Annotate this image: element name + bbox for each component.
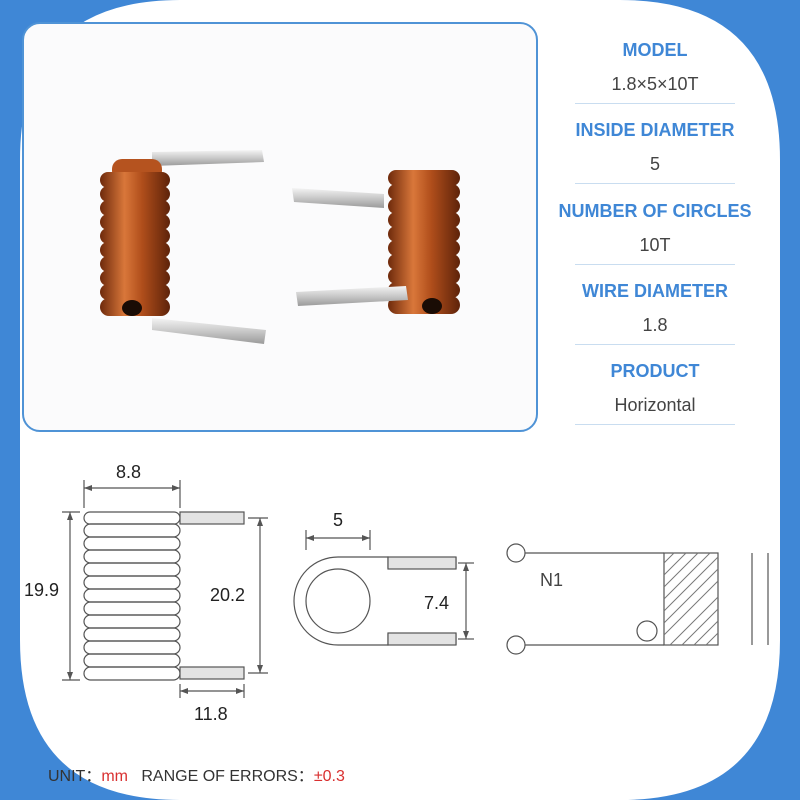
errors-value: ±0.3 — [313, 768, 345, 785]
dimension-drawings — [62, 480, 769, 698]
spec-title-product: PRODUCT — [610, 361, 700, 381]
winding-label: N1 — [540, 570, 564, 590]
spec-title-inside-diameter: INSIDE DIAMETER — [575, 120, 735, 140]
right-coil — [292, 170, 460, 314]
dim-width-top: 8.8 — [116, 462, 142, 482]
spec-title-wire-diameter: WIRE DIAMETER — [582, 281, 728, 301]
spec-divider — [575, 103, 735, 104]
spec-divider — [575, 344, 735, 345]
unit-value: mm — [101, 768, 128, 785]
side-view-drawing — [293, 530, 474, 646]
spec-value-number-of-circles: 10T — [639, 235, 671, 255]
spec-value-inside-diameter: 5 — [649, 154, 660, 174]
spec-value-product: Horizontal — [614, 395, 696, 415]
dim-height-right: 20.2 — [210, 585, 246, 605]
spec-value-model: 1.8×5×10T — [611, 74, 699, 94]
core-hatch — [663, 552, 719, 646]
spec-title-number-of-circles: NUMBER OF CIRCLES — [558, 201, 752, 221]
dim-lead-bottom: 11.8 — [194, 704, 228, 724]
coil-photo-illustration — [100, 150, 460, 344]
product-photo — [22, 22, 538, 432]
footer-note: UNIT：mm RANGE OF ERRORS：±0.3 — [48, 762, 345, 786]
spec-divider — [575, 183, 735, 184]
spec-value-wire-diameter: 1.8 — [642, 315, 668, 335]
dim-height-left: 19.9 — [24, 580, 60, 600]
unit-label: UNIT： — [48, 768, 102, 785]
schematic-drawing — [506, 543, 769, 655]
spec-title-model: MODEL — [622, 40, 688, 60]
dim-lead-spacing: 7.4 — [424, 593, 450, 613]
spec-divider — [575, 424, 735, 425]
dim-inner-diameter: 5 — [333, 510, 344, 530]
left-coil — [100, 150, 266, 344]
errors-label: RANGE OF ERRORS： — [141, 768, 314, 785]
spec-divider — [575, 264, 735, 265]
